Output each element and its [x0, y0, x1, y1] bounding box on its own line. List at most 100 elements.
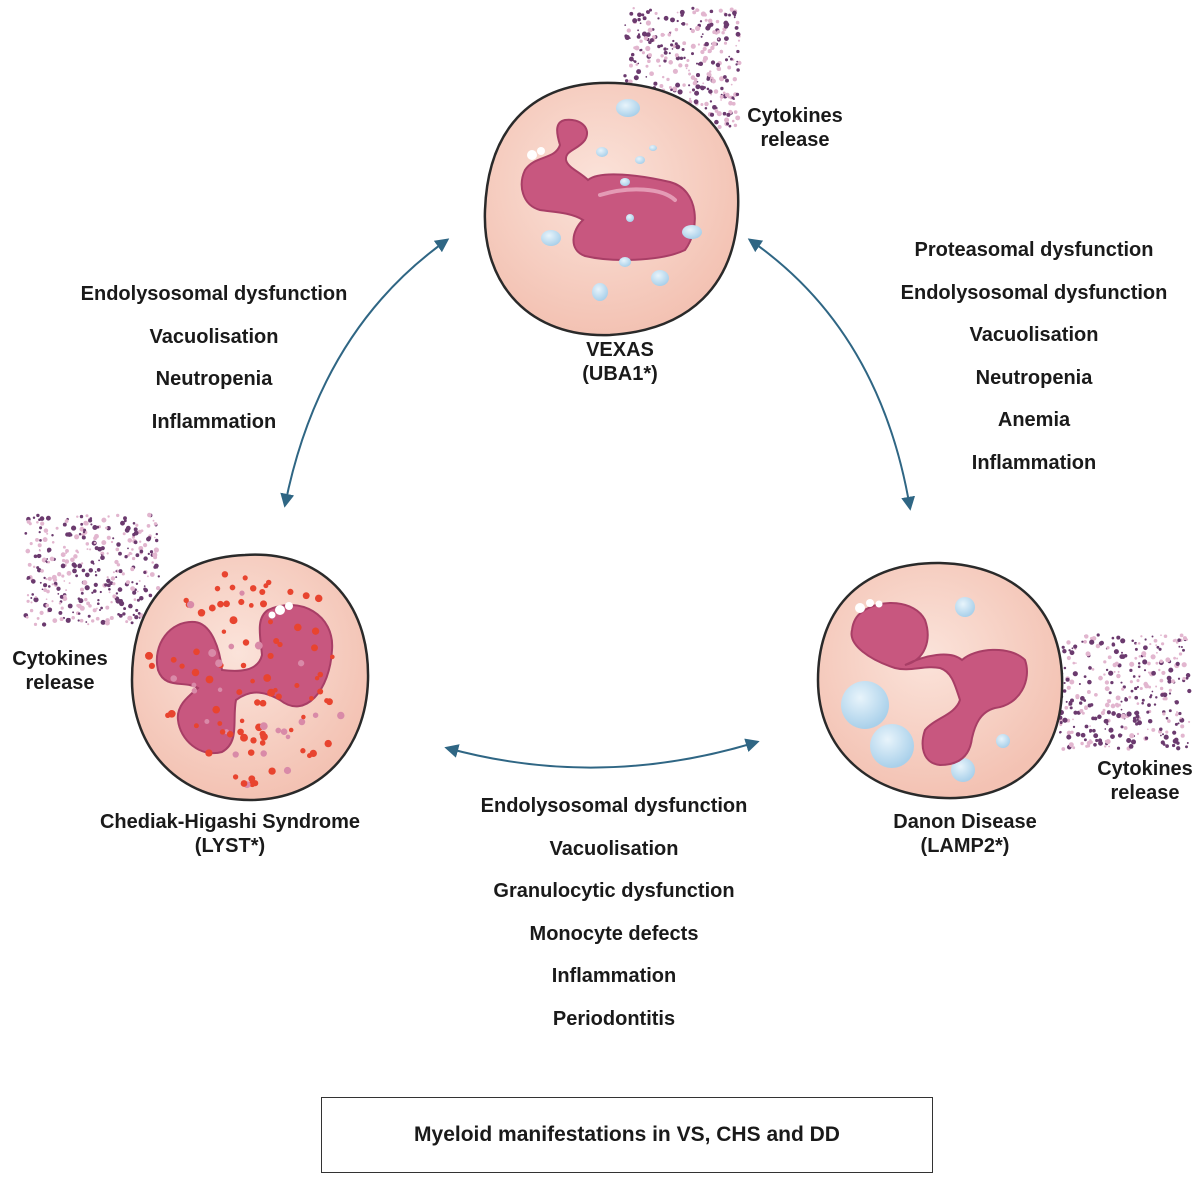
granule: [204, 719, 210, 724]
cytokine-dot: [735, 31, 741, 37]
cytokine-dot: [1120, 713, 1126, 719]
cytokine-dot: [720, 86, 724, 91]
cytokine-dot: [1137, 720, 1142, 726]
cytokine-dot: [1132, 718, 1137, 723]
cytokine-dot: [30, 597, 33, 599]
cytokine-dot: [1167, 719, 1171, 723]
cytokine-dot: [1131, 639, 1134, 643]
cytokine-dot: [127, 547, 129, 550]
granule: [314, 594, 323, 603]
cytokine-dot: [45, 598, 48, 601]
cytokine-dot: [1108, 691, 1112, 695]
cytokine-dot: [39, 516, 45, 521]
arrow-vexas-chs: [280, 238, 450, 508]
cytokine-dot: [649, 71, 654, 77]
cytokine-dot: [1084, 634, 1089, 639]
granule: [242, 575, 248, 581]
cytokine-dot: [624, 24, 627, 26]
cytokine-dot: [39, 581, 42, 584]
cytokine-dot: [645, 45, 651, 52]
cytokine-dot: [127, 615, 133, 621]
granule: [250, 678, 255, 684]
cytokine-dot: [1165, 730, 1169, 734]
cytokine-dot: [1171, 743, 1176, 748]
cytokine-dot: [1117, 663, 1122, 668]
cytokine-dot: [1066, 655, 1071, 661]
granule: [268, 619, 273, 625]
cytokine-dot: [96, 602, 100, 606]
granule: [283, 766, 292, 775]
cytokine-dot: [1135, 714, 1140, 719]
cytokine-dot: [94, 546, 99, 551]
cytokine-dot: [125, 580, 131, 585]
cytokine-dot: [100, 546, 105, 551]
cytokine-dot: [685, 67, 688, 70]
cytokine-dot: [713, 89, 719, 94]
cytokine-dot: [100, 606, 103, 610]
cytokine-dot: [1180, 645, 1183, 649]
cytokine-dot: [51, 583, 54, 586]
cytokine-dot: [92, 608, 97, 613]
cytokine-dot: [131, 556, 136, 561]
cytokine-dot: [76, 551, 80, 554]
cytokine-dot: [1175, 640, 1179, 644]
cytokine-dot: [1068, 742, 1074, 748]
cytokine-dot: [1107, 699, 1112, 704]
cytokine-dot: [675, 82, 681, 88]
cytokine-dot: [1087, 679, 1092, 685]
cytokine-dot: [1126, 737, 1132, 744]
cytokine-dot: [1106, 681, 1109, 684]
cytokine-dot: [697, 62, 701, 66]
cytokine-dot: [699, 20, 703, 23]
cytokine-dot: [708, 89, 713, 94]
granule: [165, 712, 171, 718]
feature-item: Vacuolisation: [969, 324, 1099, 347]
cytokine-dot: [1121, 651, 1123, 654]
cytokine-dot: [89, 517, 93, 520]
cytokine-dot: [709, 100, 713, 103]
cytokine-dot: [153, 565, 157, 569]
granule: [193, 648, 200, 656]
cytokine-dot: [695, 73, 701, 78]
cytokine-dot: [1160, 642, 1165, 646]
cytokine-dot: [1177, 638, 1181, 642]
cytokine-dot: [155, 538, 159, 543]
granule: [229, 584, 236, 591]
cytokine-dot: [26, 519, 31, 524]
feature-item: Monocyte defects: [529, 922, 699, 945]
cytokine-dot: [657, 44, 661, 49]
cytokine-dot: [1080, 741, 1084, 746]
cytokine-dot: [135, 553, 140, 558]
granule: [302, 592, 310, 600]
cytokine-dot: [1174, 722, 1178, 726]
cytokine-dot: [121, 572, 125, 576]
cytokine-dot: [682, 41, 687, 46]
cytokine-dot: [36, 567, 42, 573]
cytokine-dot: [647, 59, 651, 63]
cytokine-dot: [649, 8, 652, 12]
cytokine-dot: [1155, 661, 1159, 665]
cytokine-dot: [674, 27, 679, 32]
cytokine-dot: [1134, 686, 1138, 691]
cytokine-dot: [118, 551, 122, 556]
cytokine-dot: [682, 83, 686, 87]
feature-item: Endolysosomal dysfunction: [480, 795, 748, 817]
cytokine-dot: [635, 63, 639, 66]
cytokine-dot: [1066, 685, 1071, 690]
cytokine-dot: [1083, 738, 1087, 742]
cytokine-dot: [109, 581, 114, 585]
cytokine-dot: [1168, 688, 1172, 692]
cytokine-dot: [1129, 661, 1135, 667]
cytokine-dot: [52, 577, 58, 583]
cytokine-dot: [692, 80, 698, 86]
arrow-chs-danon: [444, 738, 760, 769]
cytokine-dot: [1114, 661, 1119, 666]
cytokine-dot: [646, 10, 650, 14]
granule: [237, 728, 244, 736]
cytokine-dot: [736, 60, 739, 63]
cytokine-dot: [1175, 713, 1179, 717]
cytokine-dot: [710, 60, 716, 65]
cytokine-dot: [84, 585, 90, 591]
